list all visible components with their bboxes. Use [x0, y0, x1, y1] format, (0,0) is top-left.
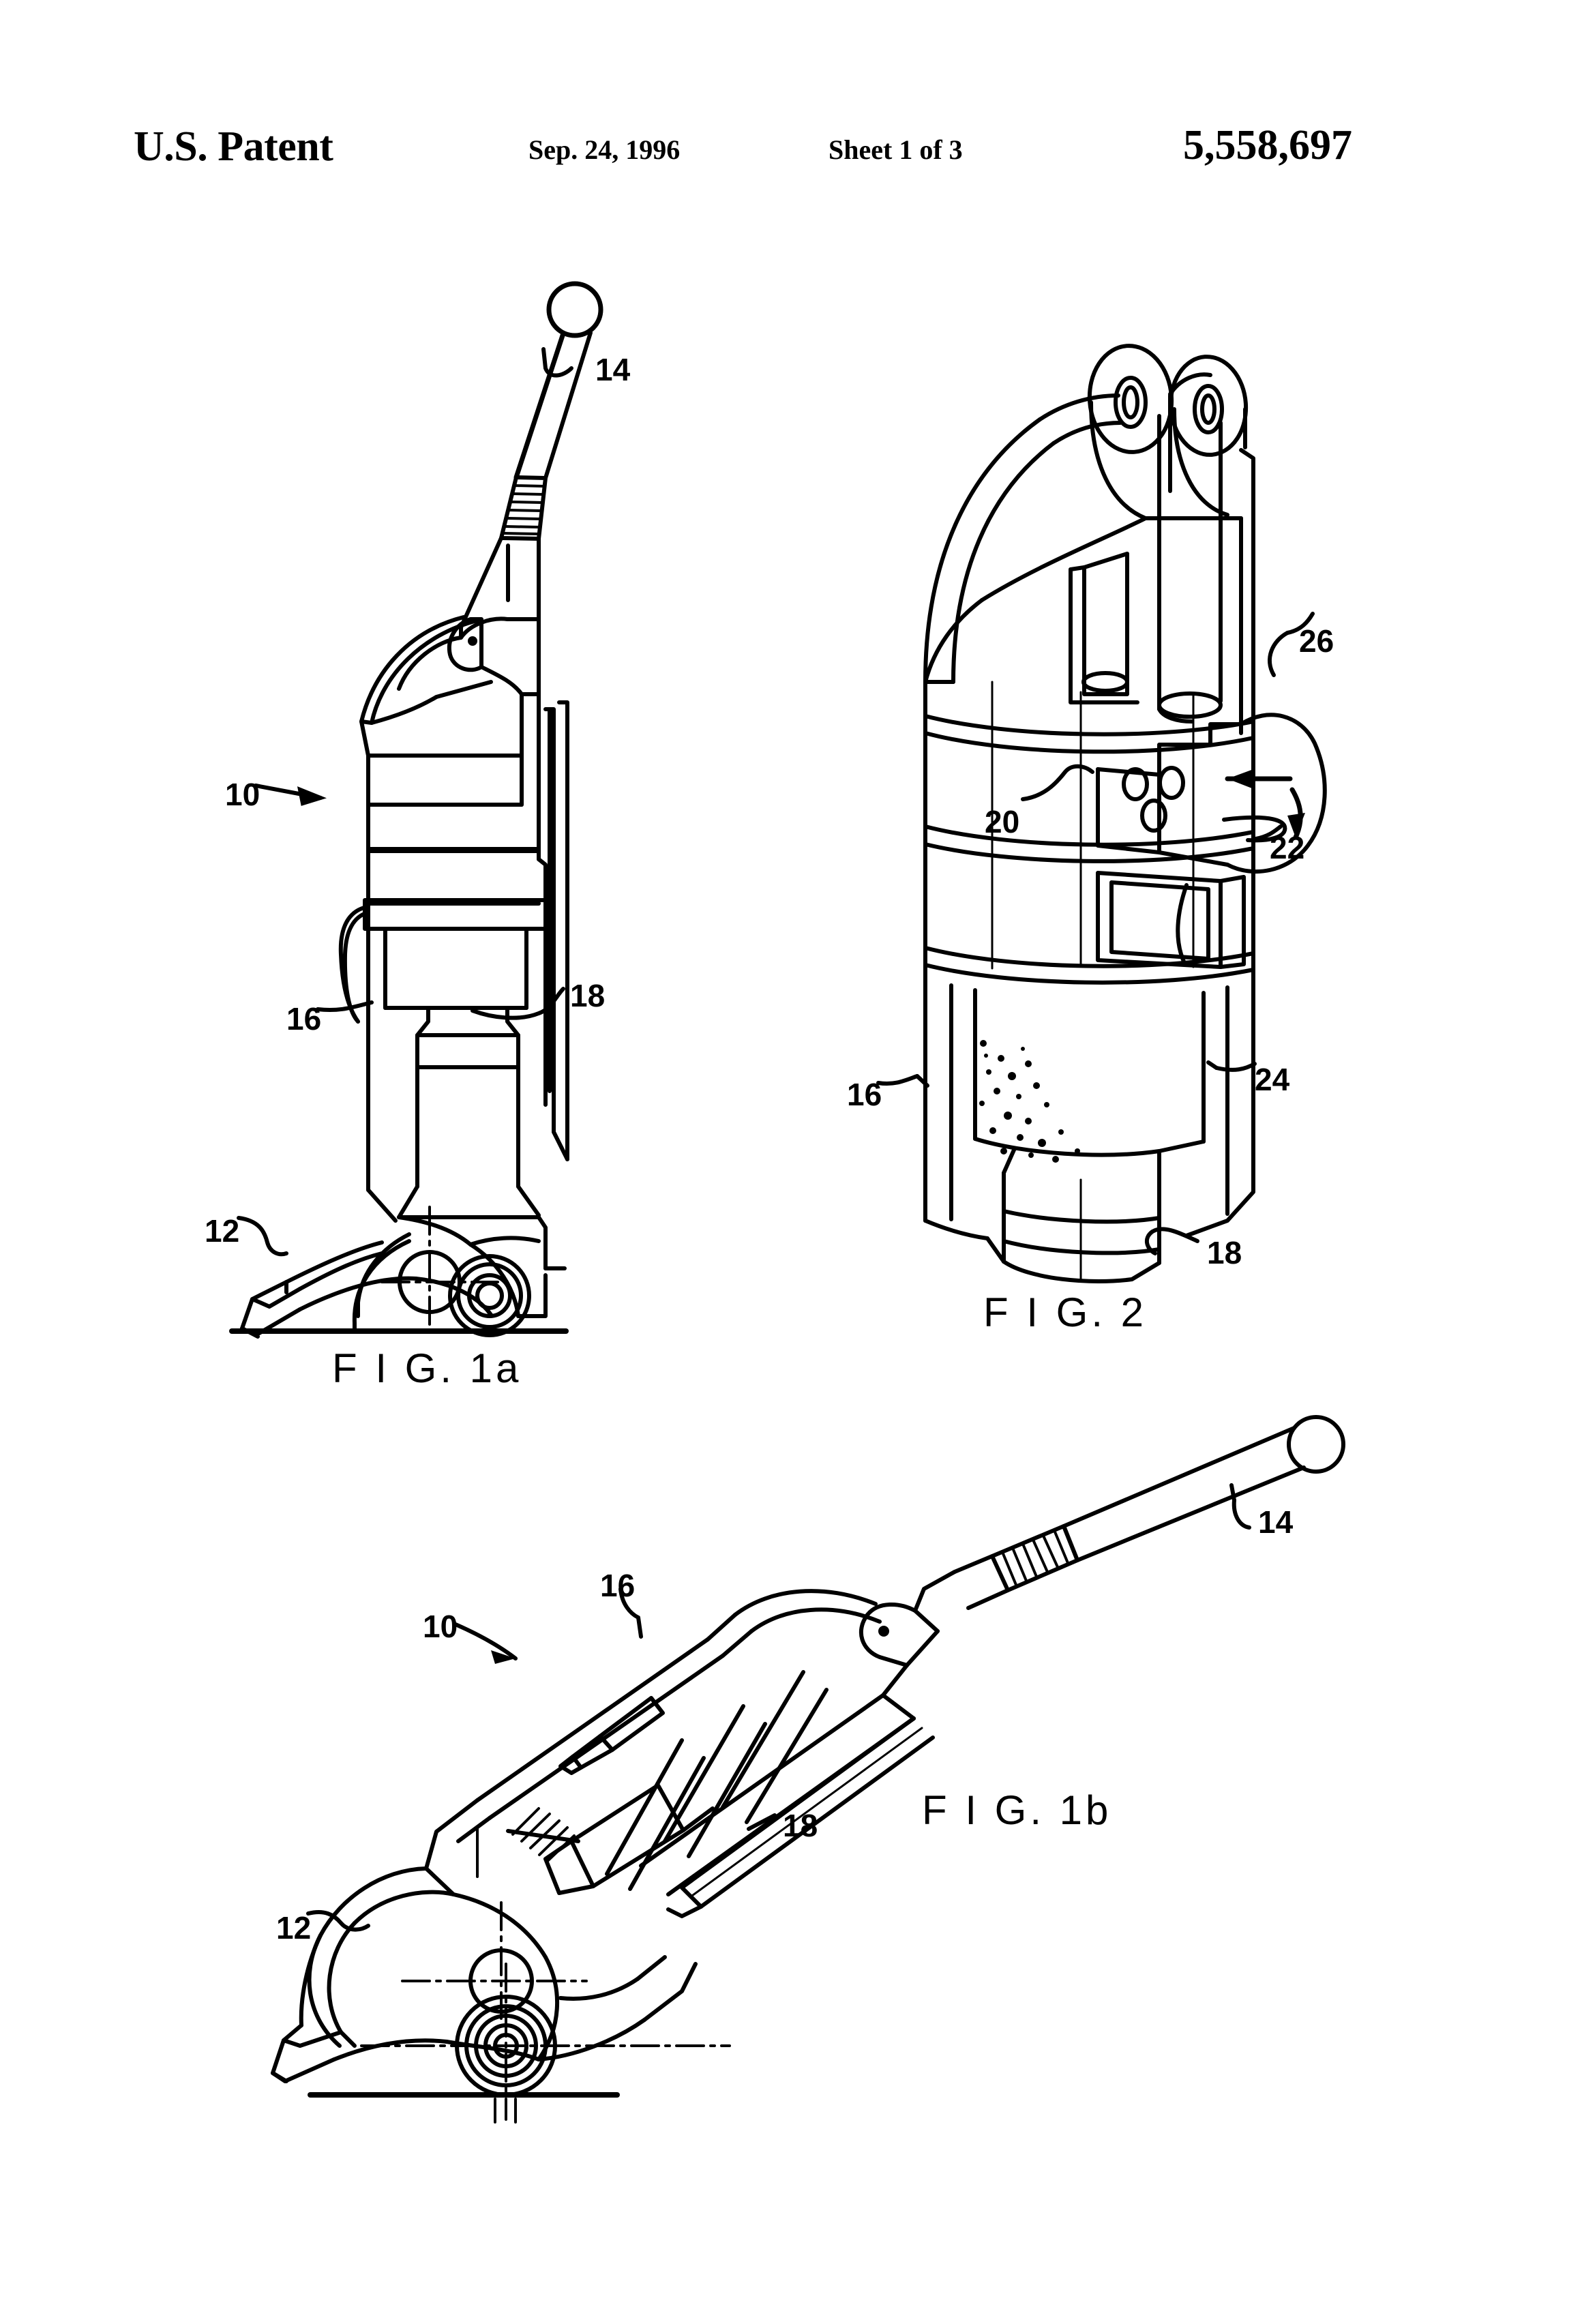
- reference-numeral-fig2-26: 26: [1299, 623, 1334, 659]
- handle-knob-fig1a: [546, 281, 603, 338]
- reference-numeral-fig2-22: 22: [1270, 830, 1305, 865]
- figure-1a-leaders: [237, 347, 573, 1257]
- reference-numeral-fig2-16: 16: [847, 1077, 882, 1112]
- figure-2-leaders: [876, 612, 1315, 1255]
- reference-numeral-fig1b-12: 12: [276, 1910, 312, 1946]
- reference-numeral-fig2-20: 20: [985, 804, 1020, 839]
- figure-caption-2: F I G. 2: [983, 1290, 1148, 1335]
- reference-numeral-fig1a-18: 18: [570, 978, 606, 1013]
- reference-numeral-fig1b-18: 18: [783, 1808, 818, 1843]
- figure-caption-1a: F I G. 1a: [332, 1345, 522, 1391]
- reference-numeral-fig1a-12: 12: [205, 1213, 240, 1249]
- figure-1b-leaders: [306, 1483, 1251, 1932]
- reference-numeral-fig1b-16: 16: [600, 1568, 636, 1603]
- patent-office-label: U.S. Patent: [134, 123, 333, 170]
- figure-caption-1b: F I G. 1b: [922, 1787, 1112, 1833]
- reference-numeral-fig2-24: 24: [1255, 1062, 1290, 1097]
- figure-1b-drawing: [271, 1415, 1345, 2124]
- reference-numeral-fig1a-16: 16: [286, 1001, 322, 1037]
- reference-numeral-fig1a-10: 10: [225, 777, 260, 812]
- figure-1a-drawing: [229, 281, 603, 1339]
- patent-number: 5,558,697: [1183, 122, 1352, 168]
- dirt-particles-icon: [979, 1040, 1080, 1163]
- reference-numeral-fig1b-14: 14: [1258, 1504, 1294, 1540]
- patent-header: U.S. Patent Sep. 24, 1996 Sheet 1 of 3 5…: [0, 122, 1582, 184]
- patent-date: Sep. 24, 1996: [528, 134, 681, 165]
- reference-numeral-fig2-18: 18: [1207, 1235, 1242, 1270]
- sheet-number: Sheet 1 of 3: [829, 134, 963, 165]
- reference-numeral-fig1b-10: 10: [423, 1609, 458, 1644]
- figure-2-drawing: [923, 344, 1327, 1283]
- reference-numeral-fig1a-14: 14: [595, 352, 631, 387]
